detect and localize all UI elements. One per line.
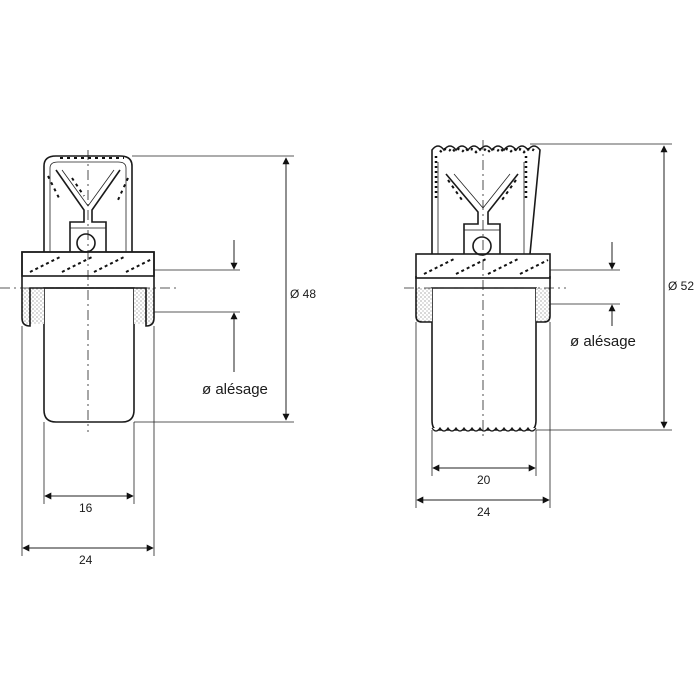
left-ball	[76, 233, 96, 253]
right-diameter-label: Ø 52	[668, 279, 694, 293]
right-stem-label: 20	[477, 473, 491, 487]
left-part: Ø 48 ø alésage 16 24	[0, 150, 316, 567]
right-ball	[472, 236, 492, 256]
right-collar-shade	[416, 288, 432, 322]
right-bore-label: ø alésage	[570, 333, 636, 350]
left-stem	[43, 287, 135, 423]
right-part: Ø 52 ø alésage 20 24	[404, 140, 694, 519]
left-width-label: 24	[79, 553, 93, 567]
right-spring	[445, 173, 519, 254]
left-collar-shade	[22, 288, 44, 324]
right-width-label: 24	[477, 505, 491, 519]
left-stem-label: 16	[79, 501, 93, 515]
left-diameter-label: Ø 48	[290, 287, 316, 301]
left-collar-braid	[29, 255, 153, 273]
left-bore-label: ø alésage	[202, 381, 268, 398]
right-collar-braid	[423, 257, 549, 275]
right-stem	[431, 287, 537, 431]
right-cap	[431, 145, 541, 255]
